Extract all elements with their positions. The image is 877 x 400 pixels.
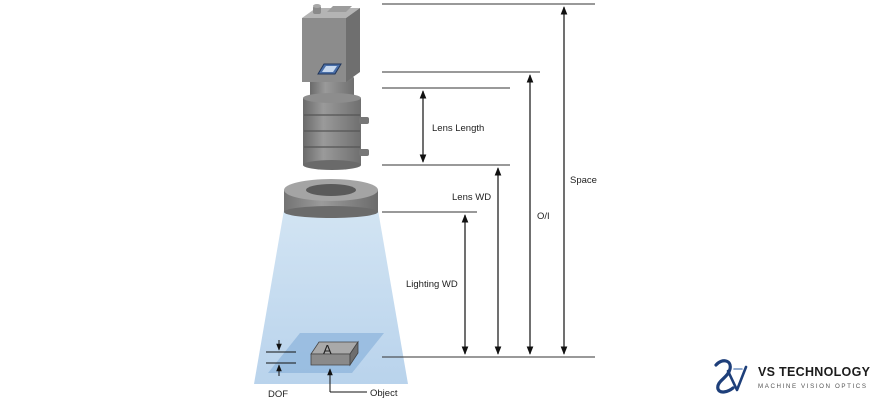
dof-indicator: [266, 340, 296, 376]
oi-label: O/I: [537, 211, 550, 222]
brand-name: VS TECHNOLOGY: [758, 365, 871, 379]
brand-logo: VS TECHNOLOGY MACHINE VISION OPTICS: [714, 359, 871, 394]
ring-light: [284, 179, 378, 218]
camera-body: [302, 4, 360, 82]
dof-label: DOF: [268, 389, 288, 400]
object-label: Object: [370, 388, 398, 399]
brand-tagline: MACHINE VISION OPTICS: [758, 383, 868, 390]
lighting-wd-label: Lighting WD: [406, 279, 458, 290]
lens: [303, 74, 369, 170]
lens-wd-label: Lens WD: [452, 192, 491, 203]
object-letter: A: [323, 342, 332, 357]
reference-lines: [382, 3, 595, 358]
object-block: [310, 340, 359, 367]
lens-length-label: Lens Length: [432, 123, 484, 134]
brand-mark-icon: [714, 359, 748, 394]
space-label: Space: [570, 175, 597, 186]
object-callout: [327, 368, 367, 393]
